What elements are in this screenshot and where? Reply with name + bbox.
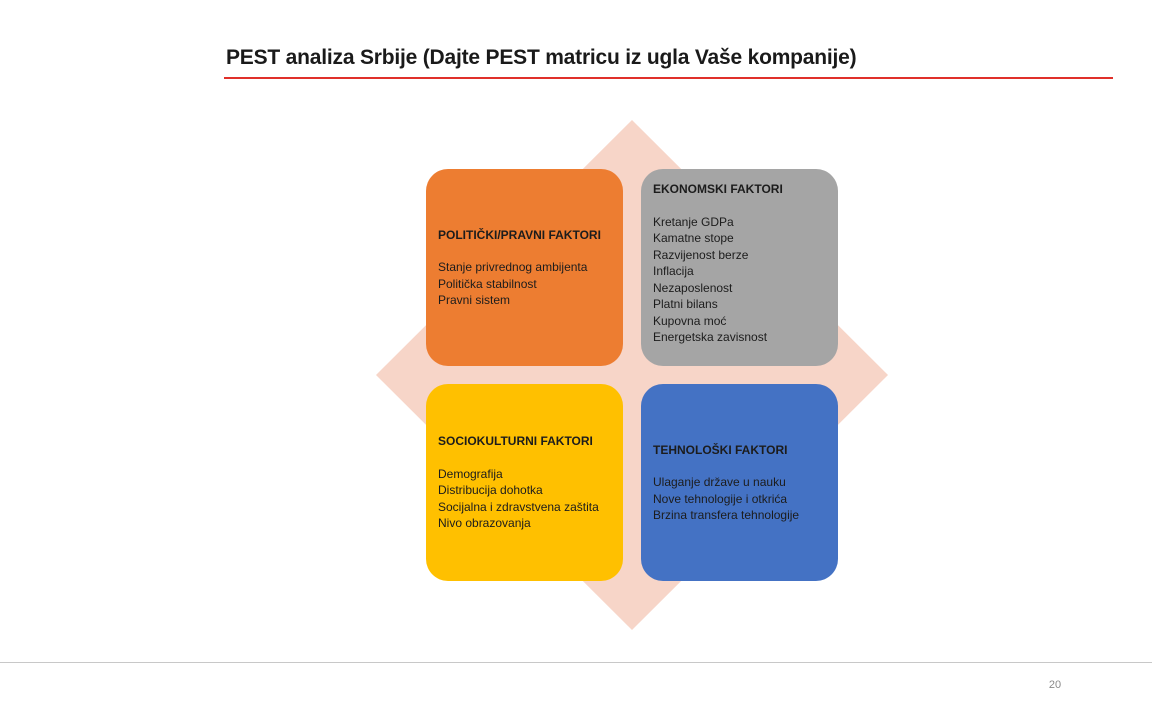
- quadrant-technological-item: Ulaganje države u nauku: [653, 475, 786, 489]
- quadrant-economic-item: Nezaposlenost: [653, 280, 733, 295]
- quadrant-economic-item: Inflacija: [653, 264, 694, 278]
- quadrant-economic-heading: EKONOMSKI FAKTORI: [653, 182, 783, 196]
- slide-title: PEST analiza Srbije (Dajte PEST matricu …: [226, 46, 857, 69]
- quadrant-economic: EKONOMSKI FAKTORI Kretanje GDPa Kamatne …: [641, 169, 838, 366]
- quadrant-sociocultural-heading: SOCIOKULTURNI FAKTORI: [438, 434, 593, 449]
- quadrant-economic-item: Kretanje GDPa: [653, 214, 734, 229]
- quadrant-political-item: Politička stabilnost: [438, 276, 537, 291]
- quadrant-economic-item: Kupovna moć: [653, 313, 727, 328]
- footer-divider: [0, 662, 1152, 663]
- quadrant-technological-item: Brzina transfera tehnologije: [653, 508, 800, 522]
- quadrant-economic-item: Razvijenost berze: [653, 247, 749, 262]
- quadrant-technological: TEHNOLOŠKI FAKTORI Ulaganje države u nau…: [641, 384, 838, 581]
- quadrant-technological-heading: TEHNOLOŠKI FAKTORI: [653, 442, 788, 457]
- quadrant-economic-item: Platni bilans: [653, 297, 718, 311]
- quadrant-sociocultural-item: Socijalna i zdravstvena zaštita: [438, 499, 599, 514]
- quadrant-political-item: Pravni sistem: [438, 293, 511, 307]
- quadrant-political: POLITIČKI/PRAVNI FAKTORI Stanje privredn…: [426, 169, 623, 366]
- quadrant-sociocultural-item: Demografija: [438, 466, 503, 481]
- quadrant-sociocultural-item: Nivo obrazovanja: [438, 516, 531, 531]
- page-number: 20: [1048, 679, 1062, 691]
- quadrant-sociocultural: SOCIOKULTURNI FAKTORI Demografija Distri…: [426, 384, 623, 581]
- quadrant-political-heading: POLITIČKI/PRAVNI FAKTORI: [438, 227, 601, 242]
- quadrant-technological-item: Nove tehnologije i otkrića: [653, 491, 788, 506]
- quadrant-sociocultural-item: Distribucija dohotka: [438, 483, 543, 498]
- quadrant-economic-item: Kamatne stope: [653, 231, 734, 245]
- quadrant-political-item: Stanje privrednog ambijenta: [438, 260, 588, 274]
- title-underline: [224, 77, 1113, 79]
- quadrant-economic-item: Energetska zavisnost: [653, 330, 768, 344]
